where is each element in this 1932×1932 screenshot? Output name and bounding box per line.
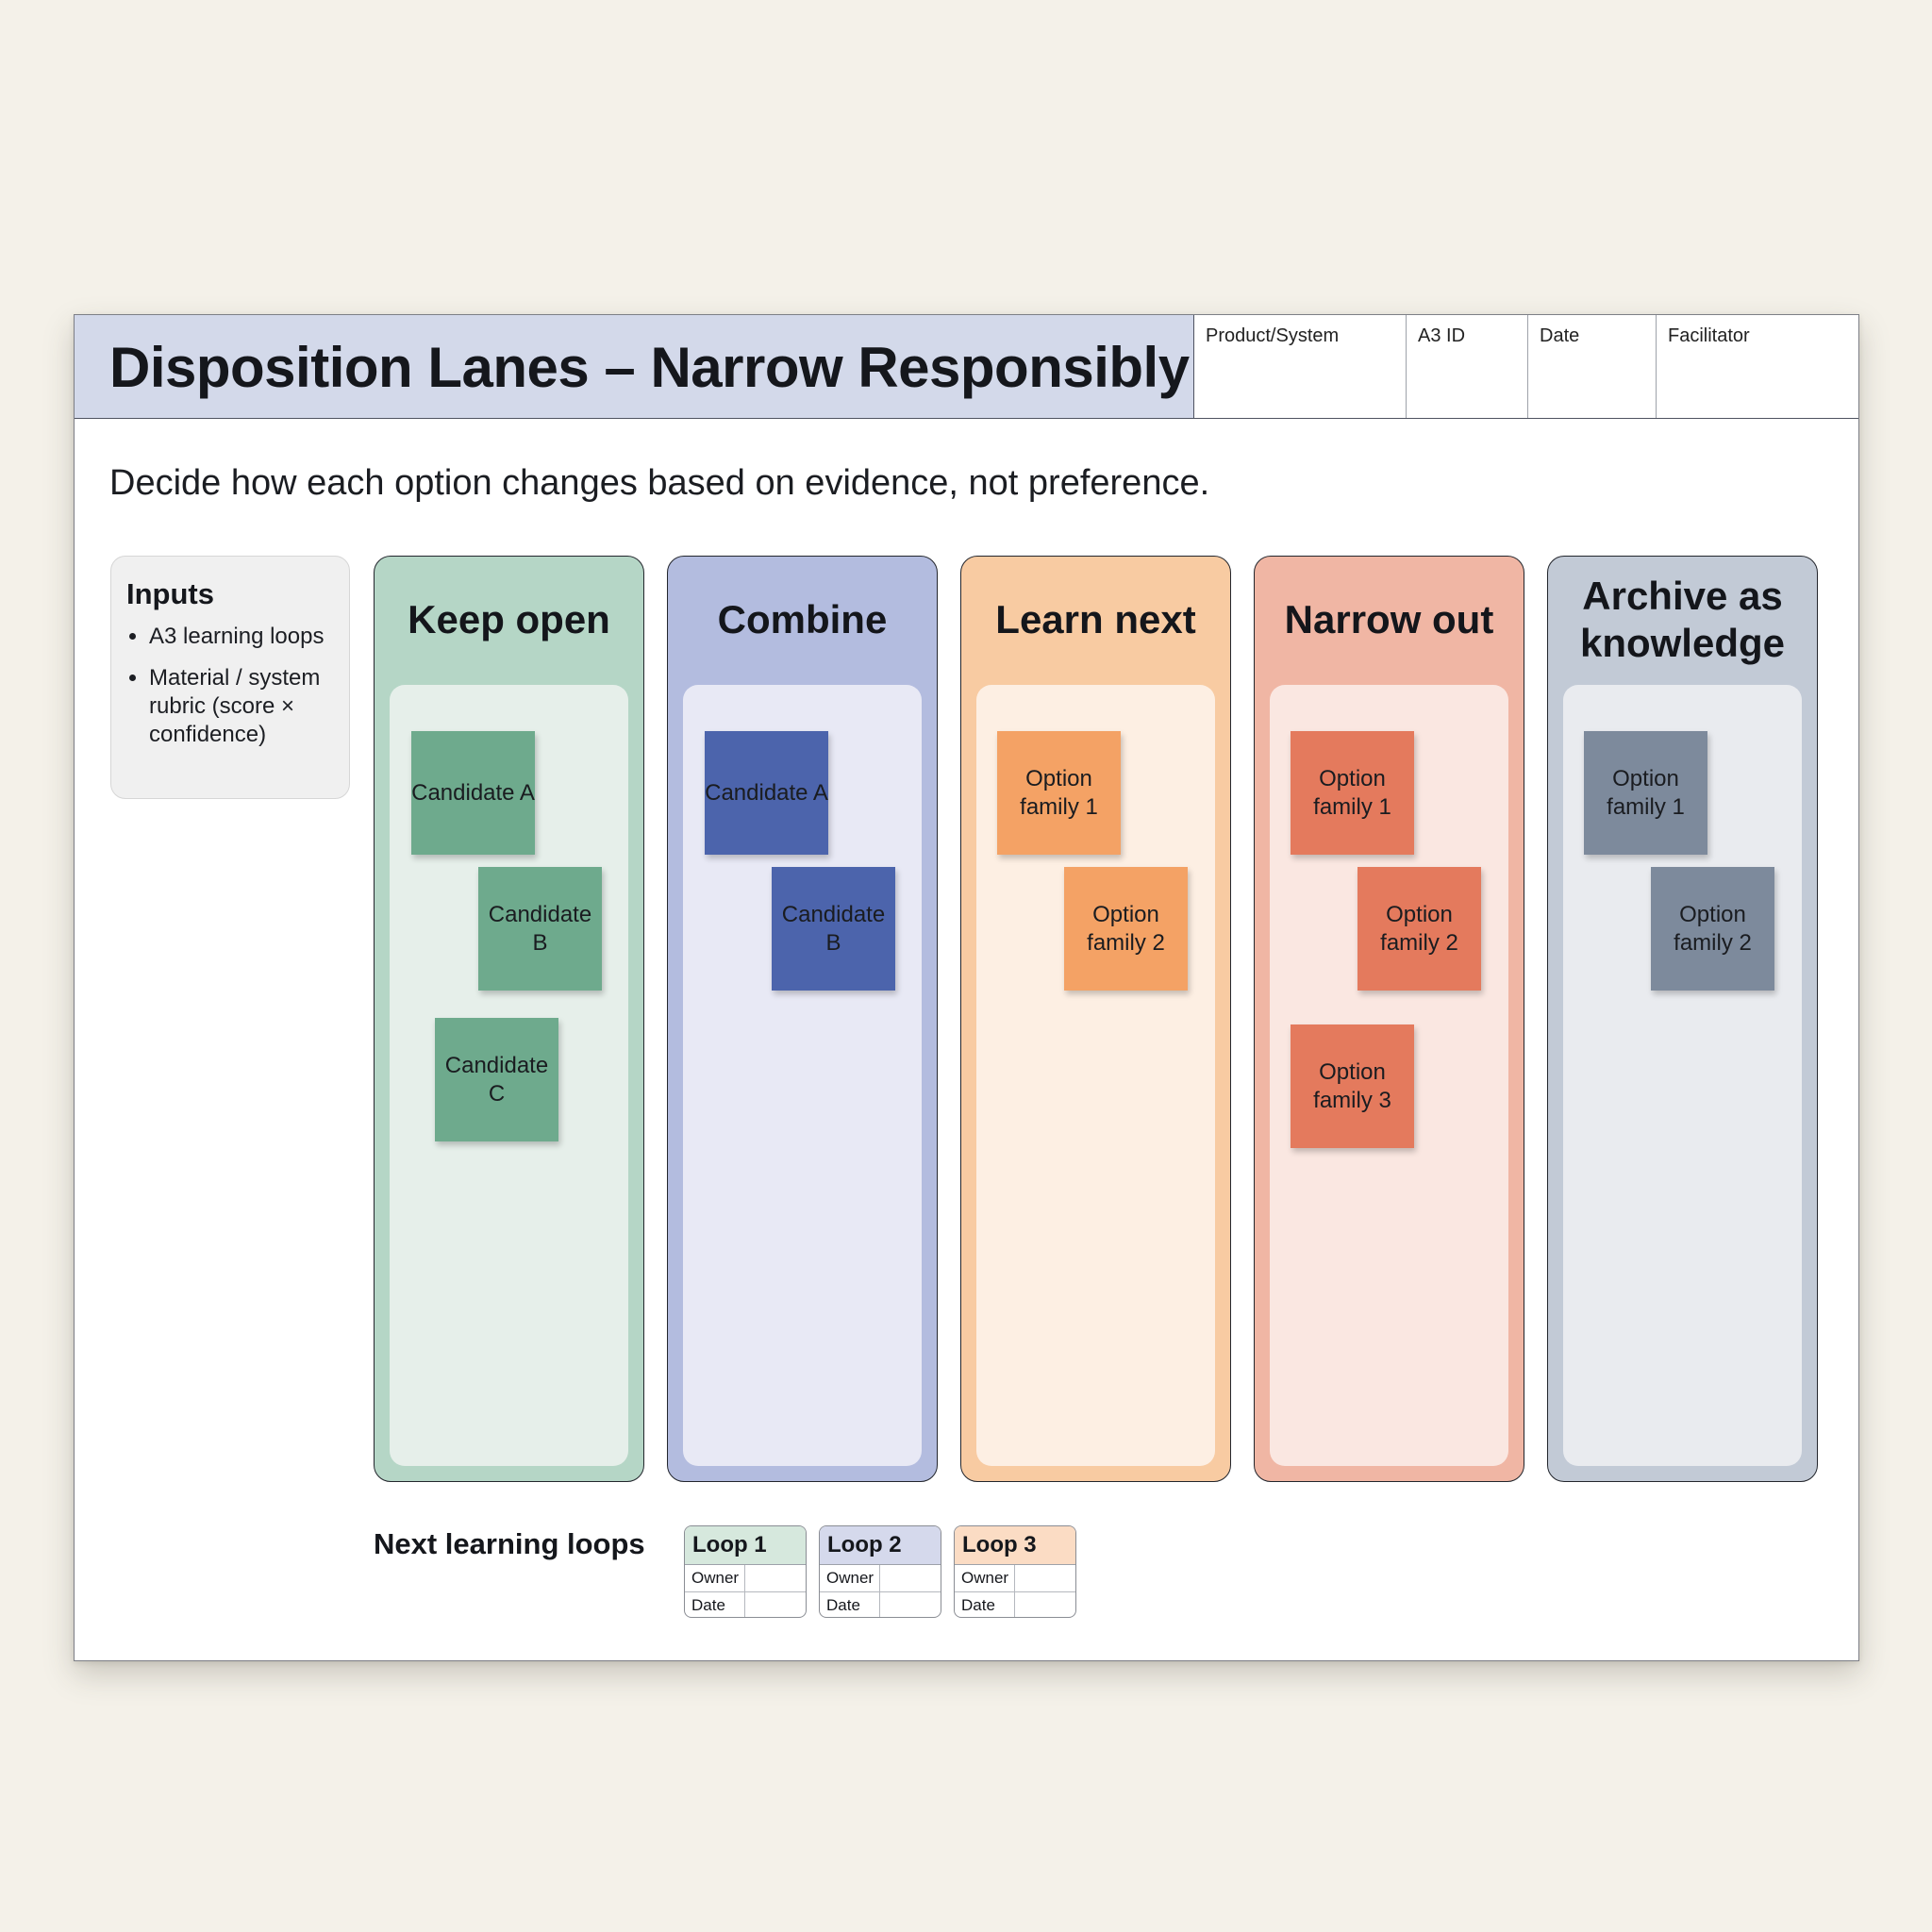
lane-title: Archive as knowledge [1579, 573, 1786, 665]
loop-field-label: Owner [685, 1565, 745, 1591]
loop-date-value[interactable] [880, 1592, 941, 1617]
loop-field-label: Date [685, 1592, 745, 1617]
sticky-note[interactable]: Option family 1 [1584, 731, 1707, 855]
sticky-note[interactable]: Option family 3 [1291, 1024, 1414, 1148]
meta-field-product-system[interactable]: Product/System [1194, 315, 1407, 418]
lane-archive-as-knowledge: Archive as knowledge Option family 1 Opt… [1547, 556, 1818, 1482]
lane-dropzone[interactable]: Option family 1 Option family 2 [976, 685, 1215, 1466]
loop-field-label: Date [820, 1592, 880, 1617]
sticky-note[interactable]: Candidate C [435, 1018, 558, 1141]
lane-dropzone[interactable]: Candidate A Candidate B [683, 685, 922, 1466]
loop-card-header: Loop 3 [955, 1526, 1075, 1565]
inputs-list: A3 learning loops Material / system rubr… [126, 623, 357, 762]
meta-field-a3-id[interactable]: A3 ID [1407, 315, 1528, 418]
lane-title: Learn next [995, 596, 1196, 641]
loop-card-3[interactable]: Loop 3 Owner Date [954, 1525, 1076, 1618]
page-title: Disposition Lanes – Narrow Responsibly [109, 336, 1190, 399]
lane-title: Narrow out [1284, 596, 1494, 641]
loop-card-header: Loop 2 [820, 1526, 941, 1565]
sticky-note[interactable]: Candidate B [478, 867, 602, 991]
sticky-note[interactable]: Candidate A [705, 731, 828, 855]
sticky-note[interactable]: Candidate A [411, 731, 535, 855]
loop-card-2[interactable]: Loop 2 Owner Date [819, 1525, 941, 1618]
sticky-note[interactable]: Option family 2 [1651, 867, 1774, 991]
sticky-note[interactable]: Option family 2 [1064, 867, 1188, 991]
meta-field-label: Facilitator [1668, 325, 1750, 346]
lane-narrow-out: Narrow out Option family 1 Option family… [1254, 556, 1524, 1482]
loop-owner-value[interactable] [1015, 1565, 1075, 1591]
inputs-title: Inputs [126, 577, 214, 610]
loop-field-label: Owner [955, 1565, 1015, 1591]
loop-card-title: Loop 3 [962, 1532, 1037, 1557]
loop-owner-value[interactable] [745, 1565, 806, 1591]
loop-owner-row[interactable]: Owner [820, 1565, 941, 1592]
loop-date-value[interactable] [745, 1592, 806, 1617]
lane-dropzone[interactable]: Option family 1 Option family 2 [1563, 685, 1802, 1466]
loop-card-header: Loop 1 [685, 1526, 806, 1565]
loop-field-label: Owner [820, 1565, 880, 1591]
meta-field-date[interactable]: Date [1528, 315, 1657, 418]
lane-keep-open: Keep open Candidate A Candidate B Candid… [374, 556, 644, 1482]
loop-card-title: Loop 1 [692, 1532, 767, 1557]
loop-card-1[interactable]: Loop 1 Owner Date [684, 1525, 807, 1618]
loop-date-row[interactable]: Date [955, 1592, 1075, 1617]
inputs-item: Material / system rubric (score × confid… [149, 664, 357, 749]
meta-field-facilitator[interactable]: Facilitator [1657, 315, 1858, 418]
loop-date-row[interactable]: Date [685, 1592, 806, 1617]
lane-title: Combine [717, 596, 888, 641]
loop-owner-row[interactable]: Owner [955, 1565, 1075, 1592]
loop-date-row[interactable]: Date [820, 1592, 941, 1617]
meta-field-label: Product/System [1206, 325, 1340, 346]
sticky-note[interactable]: Option family 1 [997, 731, 1121, 855]
loop-card-title: Loop 2 [827, 1532, 902, 1557]
lane-title: Keep open [408, 596, 610, 641]
lane-combine: Combine Candidate A Candidate B [667, 556, 938, 1482]
meta-field-row: Product/System A3 ID Date Facilitator [1194, 315, 1858, 419]
loop-field-label: Date [955, 1592, 1015, 1617]
lane-learn-next: Learn next Option family 1 Option family… [960, 556, 1231, 1482]
sticky-note[interactable]: Option family 1 [1291, 731, 1414, 855]
lane-dropzone[interactable]: Candidate A Candidate B Candidate C [390, 685, 628, 1466]
inputs-item: A3 learning loops [149, 623, 357, 651]
loop-date-value[interactable] [1015, 1592, 1075, 1617]
title-band: Disposition Lanes – Narrow Responsibly [75, 315, 1194, 419]
loop-owner-value[interactable] [880, 1565, 941, 1591]
sticky-note[interactable]: Candidate B [772, 867, 895, 991]
lane-dropzone[interactable]: Option family 1 Option family 2 Option f… [1270, 685, 1508, 1466]
subtitle: Decide how each option changes based on … [109, 463, 1210, 503]
meta-field-label: A3 ID [1418, 325, 1466, 346]
loop-owner-row[interactable]: Owner [685, 1565, 806, 1592]
meta-field-label: Date [1540, 325, 1580, 346]
next-learning-loops-label: Next learning loops [374, 1527, 645, 1560]
inputs-card: Inputs A3 learning loops Material / syst… [110, 556, 350, 799]
sticky-note[interactable]: Option family 2 [1357, 867, 1481, 991]
a3-sheet: Disposition Lanes – Narrow Responsibly P… [74, 314, 1859, 1661]
